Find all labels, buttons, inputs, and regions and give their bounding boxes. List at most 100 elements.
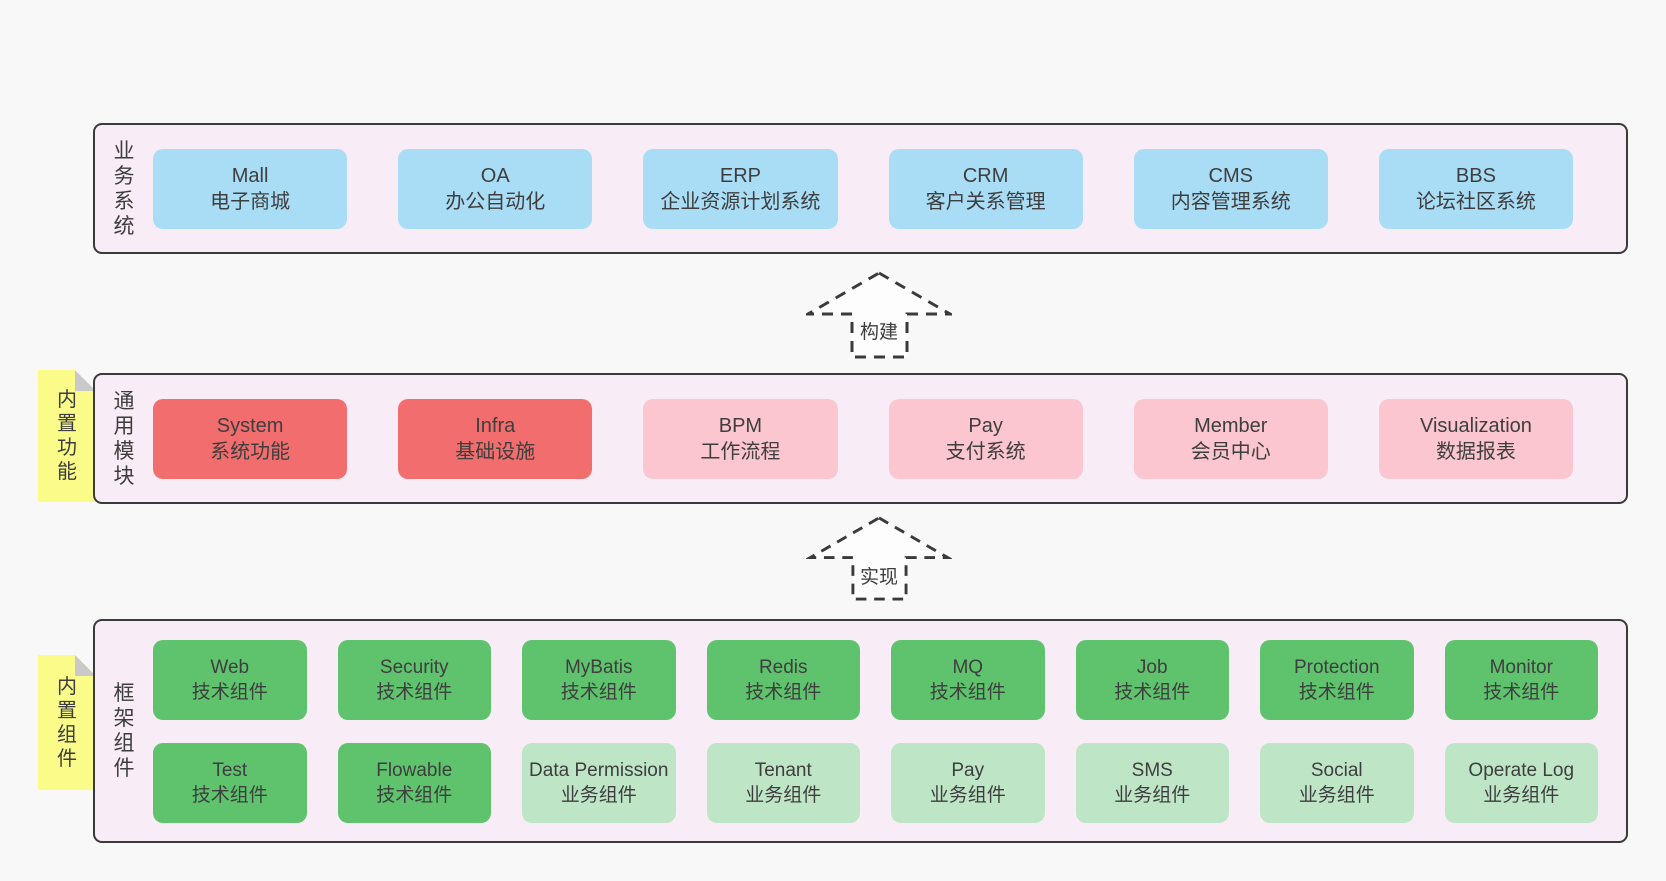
box-subtitle: 技术组件 — [376, 784, 453, 806]
box-title: Pay — [968, 414, 1003, 437]
box-web: Web 技术组件 — [153, 639, 307, 720]
box-job: Job 技术组件 — [1075, 639, 1229, 720]
sticky-note-label: 内置功能 — [57, 389, 77, 483]
box-title: Test — [212, 759, 248, 781]
box-title: Security — [379, 656, 449, 678]
box-protection: Protection 技术组件 — [1260, 639, 1414, 720]
box-operate-log: Operate Log 业务组件 — [1444, 742, 1598, 823]
box-title: Member — [1194, 414, 1268, 437]
box-title: Flowable — [376, 759, 453, 781]
panel-framework-components: 框架组件 Web 技术组件 Security 技术组件 MyBatis 技术组件… — [93, 619, 1628, 843]
box-title: Data Permission — [529, 759, 669, 781]
box-title: Social — [1310, 759, 1363, 781]
framework-row-2: Test 技术组件 Flowable 技术组件 Data Permission … — [153, 742, 1598, 823]
sticky-note-label: 内置组件 — [57, 675, 77, 770]
box-subtitle: 数据报表 — [1435, 440, 1516, 463]
box-system: System 系统功能 — [153, 398, 348, 479]
box-subtitle: 论坛社区系统 — [1415, 190, 1536, 213]
common-modules-row: System 系统功能 Infra 基础设施 BPM 工作流程 Pay 支付系统… — [153, 375, 1626, 502]
box-title: MQ — [952, 656, 984, 678]
box-subtitle: 内容管理系统 — [1170, 190, 1291, 213]
box-title: Operate Log — [1468, 759, 1575, 781]
arrow-label: 构建 — [859, 322, 898, 343]
box-title: Protection — [1293, 656, 1380, 678]
box-sms: SMS 业务组件 — [1075, 742, 1229, 823]
box-title: OA — [480, 164, 510, 187]
box-erp: ERP 企业资源计划系统 — [643, 148, 838, 229]
arrow-build: 构建 — [806, 271, 952, 359]
box-mq: MQ 技术组件 — [891, 639, 1045, 720]
box-visualization: Visualization 数据报表 — [1378, 398, 1574, 479]
box-title: SMS — [1131, 759, 1173, 781]
box-mall: Mall 电子商城 — [153, 148, 348, 229]
box-crm: CRM 客户关系管理 — [888, 148, 1083, 229]
box-subtitle: 电子商城 — [210, 190, 291, 213]
box-oa: OA 办公自动化 — [398, 148, 593, 229]
box-subtitle: 系统功能 — [210, 440, 291, 463]
box-subtitle: 业务组件 — [929, 784, 1006, 806]
box-infra: Infra 基础设施 — [398, 398, 593, 479]
box-subtitle: 企业资源计划系统 — [660, 190, 821, 213]
framework-components-rows: Web 技术组件 Security 技术组件 MyBatis 技术组件 Redi… — [153, 621, 1626, 841]
box-cms: CMS 内容管理系统 — [1133, 148, 1328, 229]
box-title: BBS — [1455, 164, 1496, 187]
box-subtitle: 技术组件 — [1114, 681, 1191, 703]
box-subtitle: 技术组件 — [191, 681, 268, 703]
box-title: System — [216, 414, 284, 437]
panel-common-modules: 通用模块 System 系统功能 Infra 基础设施 BPM 工作流程 Pay… — [93, 373, 1628, 504]
business-systems-row: Mall 电子商城 OA 办公自动化 ERP 企业资源计划系统 CRM 客户关系… — [153, 125, 1626, 252]
box-member: Member 会员中心 — [1133, 398, 1328, 479]
panel-label-common-modules: 通用模块 — [113, 389, 135, 488]
box-title: MyBatis — [564, 656, 633, 678]
box-flowable: Flowable 技术组件 — [337, 742, 491, 823]
box-subtitle: 客户关系管理 — [925, 190, 1046, 213]
panel-business-systems: 业务系统 Mall 电子商城 OA 办公自动化 ERP 企业资源计划系统 CRM… — [93, 123, 1628, 254]
dashed-up-arrow-icon — [806, 516, 952, 601]
box-title: Mall — [231, 164, 269, 187]
box-title: Monitor — [1489, 656, 1553, 678]
box-title: Pay — [951, 759, 985, 781]
box-tenant: Tenant 业务组件 — [706, 742, 860, 823]
box-bpm: BPM 工作流程 — [643, 398, 838, 479]
box-subtitle: 支付系统 — [945, 440, 1026, 463]
dashed-up-arrow-icon — [806, 271, 952, 359]
box-subtitle: 技术组件 — [191, 784, 268, 806]
box-subtitle: 技术组件 — [1298, 681, 1375, 703]
sticky-note-built-in-features: 内置功能 — [38, 370, 96, 502]
box-subtitle: 技术组件 — [929, 681, 1006, 703]
box-title: CMS — [1208, 164, 1253, 187]
box-title: Job — [1136, 656, 1168, 678]
box-subtitle: 业务组件 — [1298, 784, 1375, 806]
box-subtitle: 基础设施 — [455, 440, 536, 463]
box-title: BPM — [718, 414, 763, 437]
box-subtitle: 工作流程 — [700, 440, 781, 463]
box-social: Social 业务组件 — [1260, 742, 1414, 823]
box-subtitle: 会员中心 — [1190, 440, 1271, 463]
panel-label-business-systems: 业务系统 — [113, 139, 135, 238]
box-subtitle: 技术组件 — [560, 681, 637, 703]
box-subtitle: 技术组件 — [1483, 681, 1560, 703]
box-data-permission: Data Permission 业务组件 — [522, 742, 676, 823]
box-subtitle: 业务组件 — [745, 784, 822, 806]
box-title: CRM — [962, 164, 1009, 187]
box-title: ERP — [719, 164, 761, 187]
arrow-label: 实现 — [859, 567, 898, 588]
box-title: Web — [210, 656, 250, 678]
box-test: Test 技术组件 — [153, 742, 307, 823]
box-title: Tenant — [754, 759, 812, 781]
panel-label-framework-components: 框架组件 — [113, 682, 135, 780]
box-subtitle: 办公自动化 — [445, 190, 546, 213]
box-subtitle: 技术组件 — [376, 681, 453, 703]
box-subtitle: 业务组件 — [1483, 784, 1560, 806]
box-redis: Redis 技术组件 — [706, 639, 860, 720]
box-pay-module: Pay 支付系统 — [888, 398, 1083, 479]
box-bbs: BBS 论坛社区系统 — [1378, 148, 1574, 229]
arrow-implement: 实现 — [806, 516, 952, 601]
sticky-note-built-in-components: 内置组件 — [38, 655, 96, 790]
box-mybatis: MyBatis 技术组件 — [522, 639, 676, 720]
framework-row-1: Web 技术组件 Security 技术组件 MyBatis 技术组件 Redi… — [153, 639, 1598, 720]
box-pay-component: Pay 业务组件 — [891, 742, 1045, 823]
box-subtitle: 业务组件 — [560, 784, 637, 806]
box-monitor: Monitor 技术组件 — [1444, 639, 1598, 720]
box-title: Visualization — [1419, 414, 1532, 437]
